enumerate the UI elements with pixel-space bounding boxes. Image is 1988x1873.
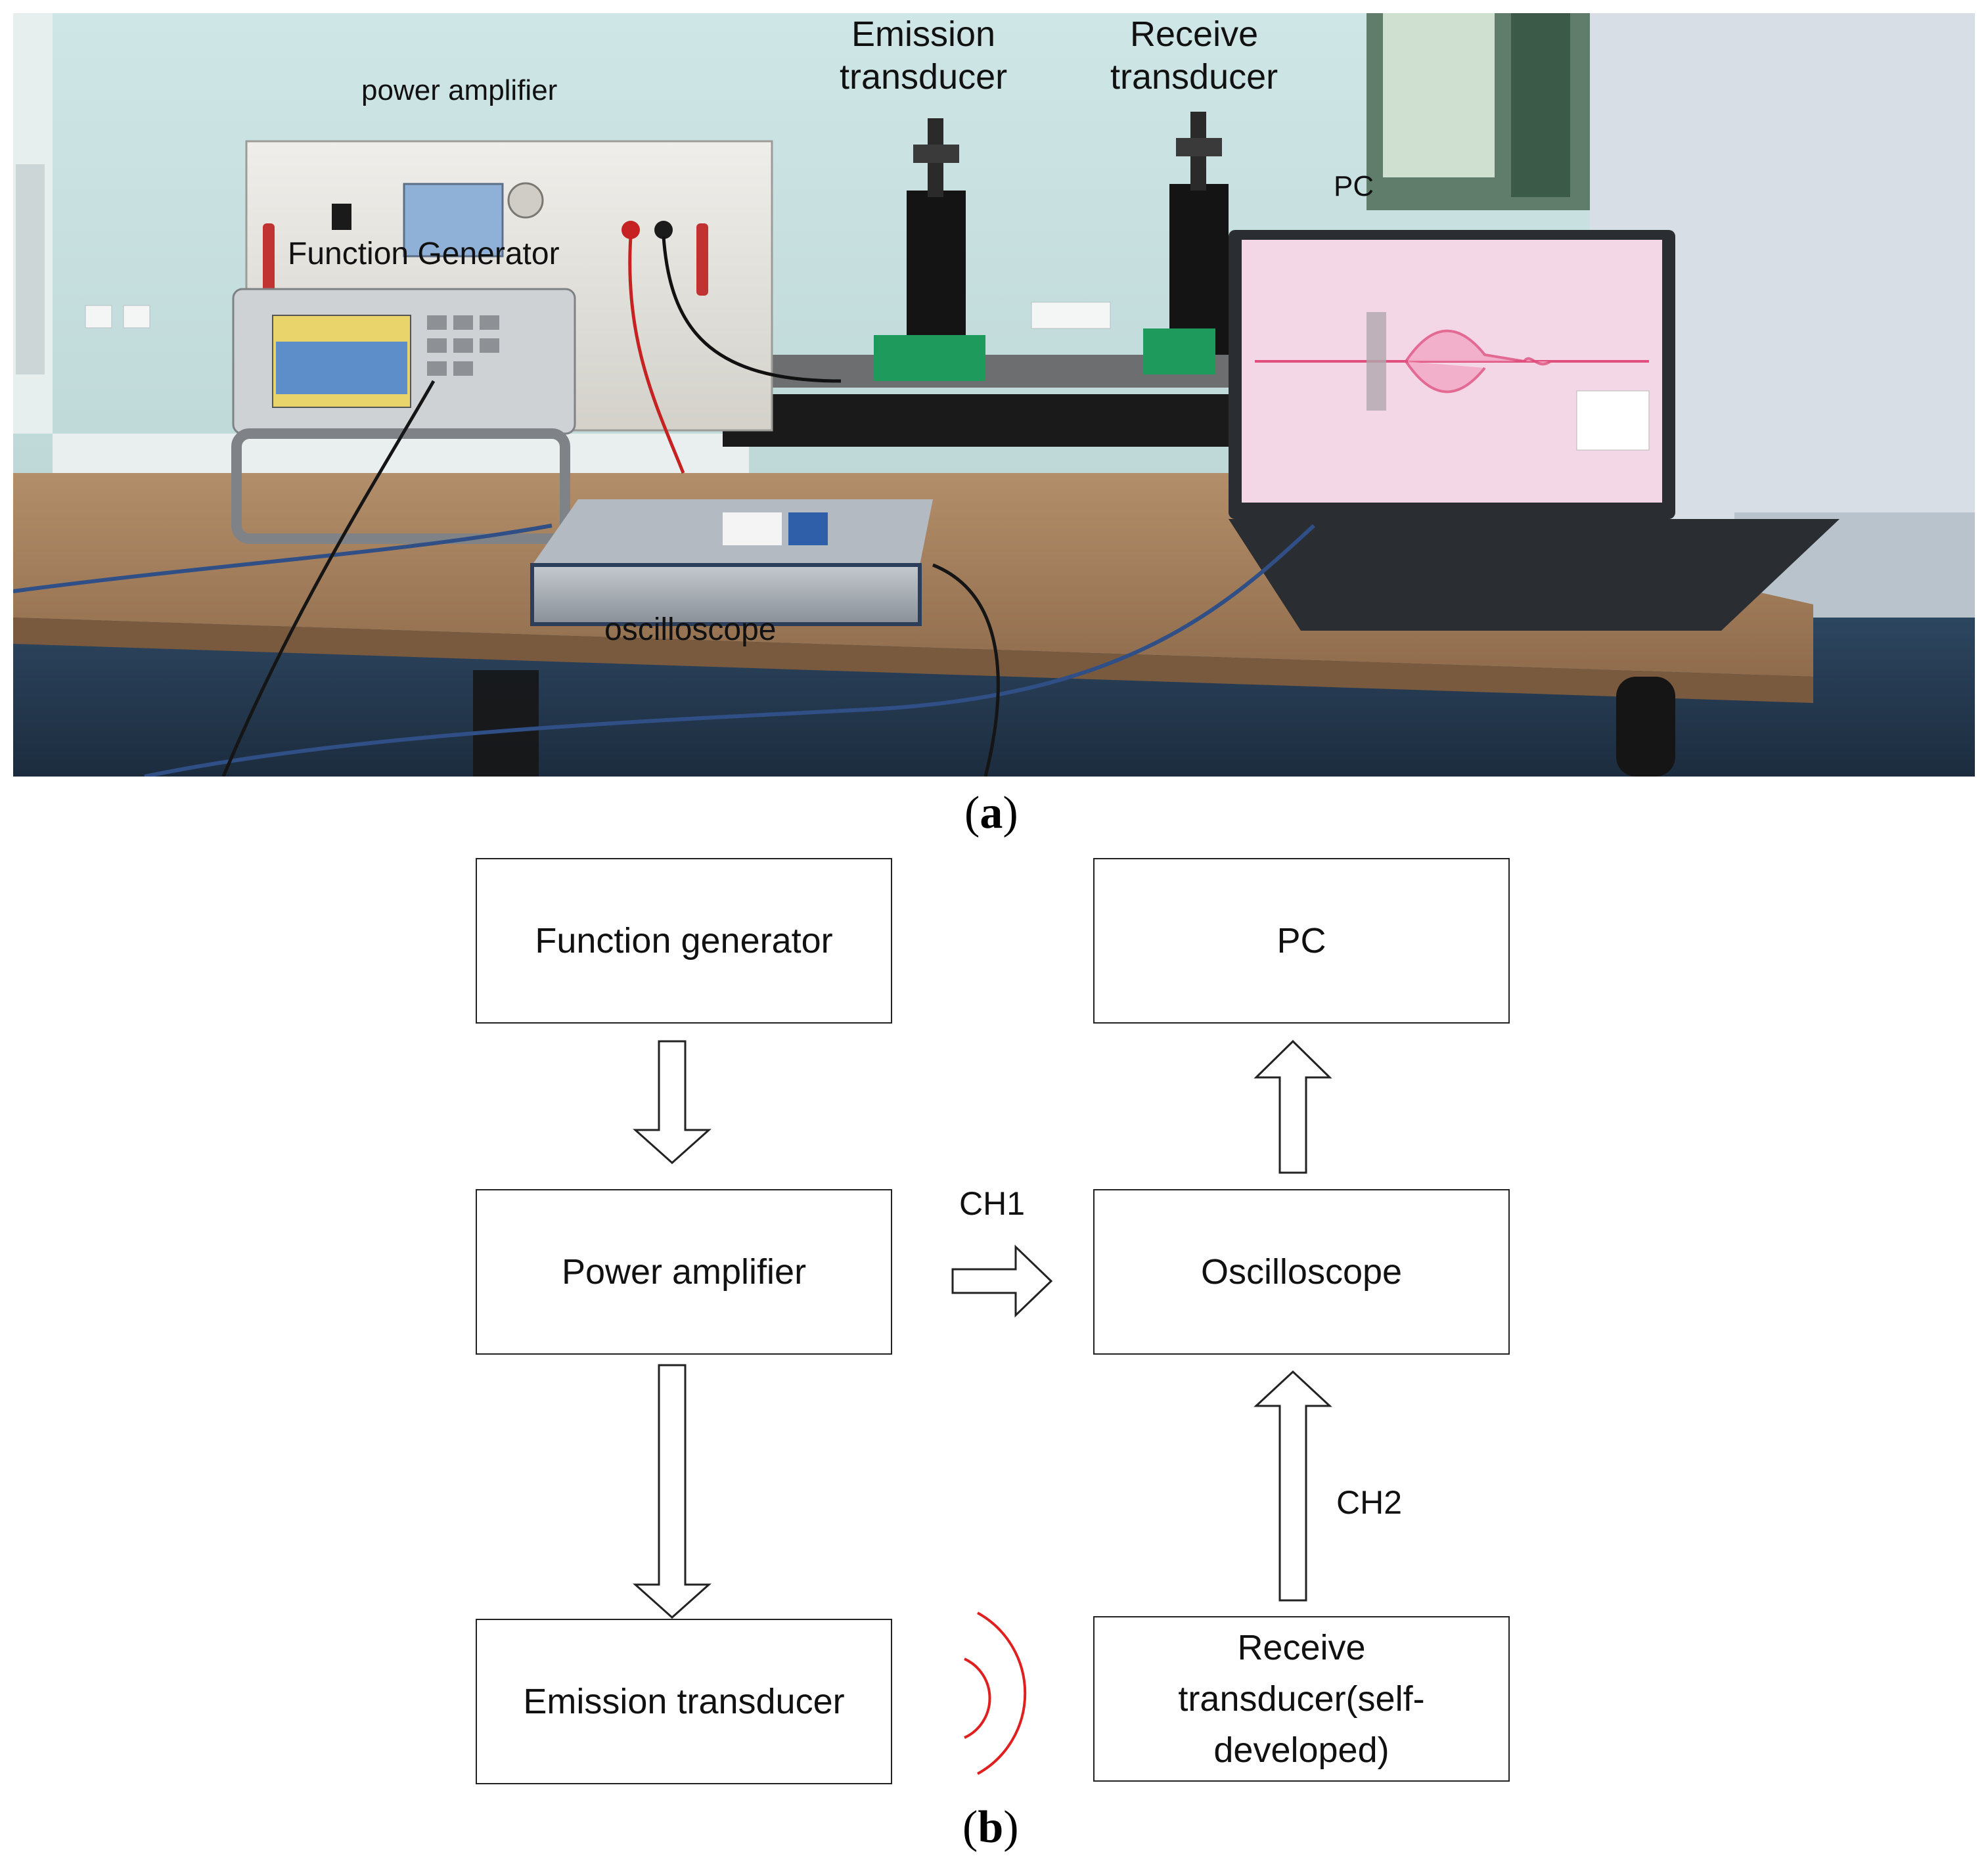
arrow-right-ch1	[951, 1244, 1053, 1318]
label-function-generator: Function Generator	[288, 237, 560, 271]
receive-transducer-line1: Receive	[1237, 1627, 1366, 1667]
label-oscilloscope: oscilloscope	[604, 612, 777, 647]
label-emission-line1: Emission	[851, 14, 996, 54]
arrow-down-1	[633, 1040, 712, 1165]
label-receive-transducer: Receive transducer	[1110, 13, 1278, 99]
arrow-down-2	[633, 1364, 712, 1619]
label-emission-transducer: Emission transducer	[840, 13, 1007, 99]
box-function-generator-label: Function generator	[535, 920, 833, 960]
box-power-amplifier: Power amplifier	[476, 1189, 892, 1355]
wave-small-arc	[964, 1658, 991, 1739]
box-oscilloscope: Oscilloscope	[1093, 1189, 1510, 1355]
receive-transducer-line2: transducer(self-	[1178, 1679, 1425, 1719]
box-function-generator: Function generator	[476, 858, 892, 1024]
label-receive-line2: transducer	[1110, 56, 1278, 97]
box-receive-transducer: Receive transducer(self- developed)	[1093, 1616, 1510, 1782]
label-emission-line2: transducer	[840, 56, 1008, 97]
box-emission-transducer: Emission transducer	[476, 1619, 892, 1784]
box-oscilloscope-label: Oscilloscope	[1200, 1252, 1403, 1292]
caption-a: (a)	[964, 788, 1018, 838]
caption-b: (b)	[962, 1802, 1019, 1853]
label-ch1: CH1	[959, 1185, 1026, 1222]
label-pc: PC	[1334, 170, 1374, 202]
emission-transducer-stand	[907, 191, 966, 361]
box-receive-transducer-label: Receive transducer(self- developed)	[1178, 1622, 1424, 1776]
box-power-amplifier-label: Power amplifier	[561, 1252, 807, 1292]
lab-scene-illustration	[13, 13, 1975, 777]
receive-transducer-stand	[1169, 184, 1229, 355]
arrow-up-ch2	[1254, 1370, 1332, 1602]
wave-large-arc	[977, 1612, 1027, 1775]
label-power-amplifier: power amplifier	[361, 74, 558, 106]
box-emission-transducer-label: Emission transducer	[523, 1681, 845, 1721]
arrow-up-1	[1254, 1039, 1332, 1174]
label-receive-line1: Receive	[1130, 14, 1259, 54]
label-ch2: CH2	[1336, 1484, 1403, 1521]
box-pc: PC	[1093, 858, 1510, 1024]
receive-transducer-line3: developed)	[1213, 1730, 1389, 1771]
laptop-device	[1229, 519, 1840, 631]
box-pc-label: PC	[1276, 920, 1326, 960]
lab-setup-photo: power amplifier Emission transducer Rece…	[13, 13, 1975, 777]
